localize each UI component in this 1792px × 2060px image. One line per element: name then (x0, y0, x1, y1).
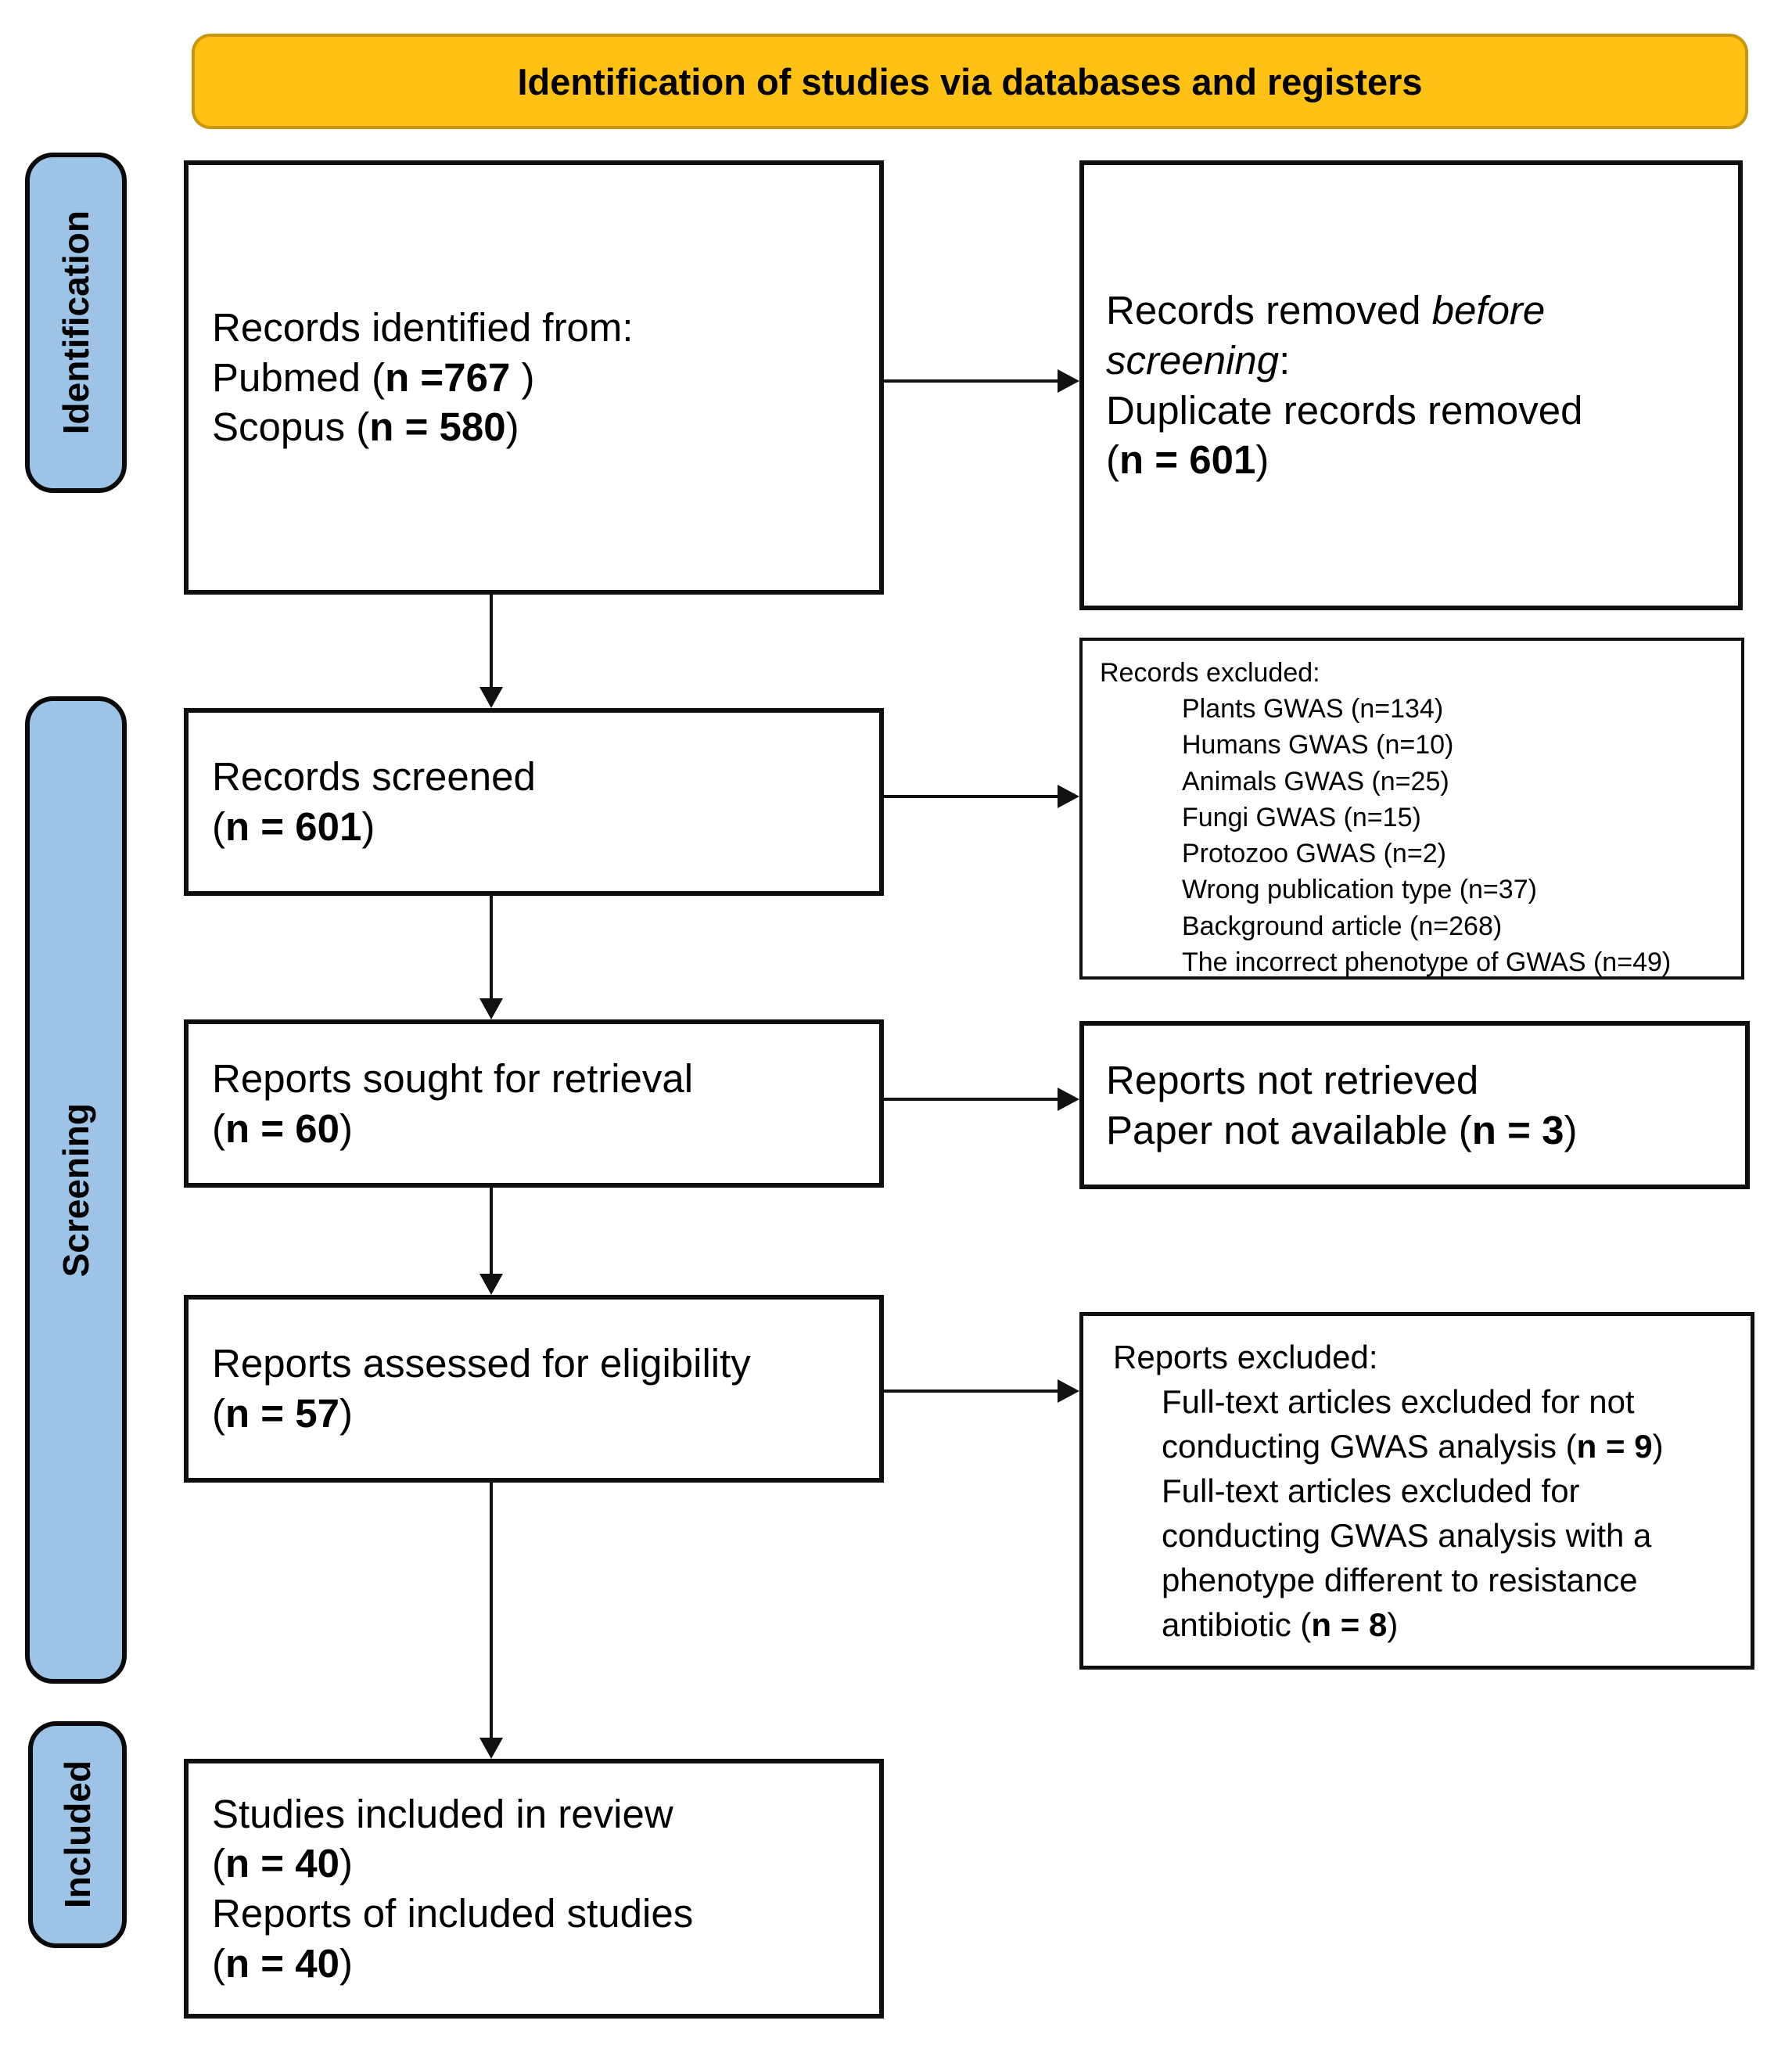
list-item: Plants GWAS (n=134) (1182, 694, 1444, 724)
text-line: Reports excluded: (1113, 1338, 1378, 1375)
text-line: Reports of included studies (212, 1891, 694, 1936)
arrow-head-icon (479, 687, 503, 708)
text-line: Records identified from: (212, 304, 634, 350)
stage-identification: Identification (25, 153, 127, 493)
list-item: Humans GWAS (n=10) (1182, 730, 1454, 760)
stage-screening-label: Screening (56, 1102, 96, 1278)
arrow-line (884, 1098, 1059, 1101)
arrow-line (490, 1188, 493, 1274)
arrow-head-icon (479, 1274, 503, 1295)
text-line: (n = 40) (212, 1940, 353, 1986)
list-item: The incorrect phenotype of GWAS (n=49) (1182, 947, 1672, 977)
text-line: (n = 57) (212, 1391, 353, 1436)
text-line: Records removed before (1106, 288, 1546, 333)
text-line: Duplicate records removed (1106, 387, 1583, 433)
arrow-head-icon (479, 1738, 503, 1759)
arrow-line (490, 1483, 493, 1738)
arrow-head-icon (1058, 1088, 1079, 1111)
text-line: (n = 40) (212, 1841, 353, 1886)
text-line: Scopus (n = 580) (212, 404, 519, 450)
box-records-excluded: Records excluded: Plants GWAS (n=134) Hu… (1079, 638, 1744, 980)
arrow-line (884, 379, 1059, 383)
stage-screening: Screening (25, 696, 127, 1684)
stage-identification-label: Identification (56, 210, 96, 435)
list-item: Full-text articles excluded for conducti… (1162, 1472, 1652, 1644)
stage-included-label: Included (57, 1760, 98, 1909)
stage-included: Included (28, 1721, 127, 1948)
box-records-identified: Records identified from: Pubmed (n =767 … (184, 160, 884, 595)
box-reports-excluded: Reports excluded: Full-text articles exc… (1079, 1312, 1754, 1670)
text-line: (n = 601) (1106, 437, 1269, 483)
text-line: Studies included in review (212, 1791, 673, 1836)
text-line: Pubmed (n =767 ) (212, 354, 535, 400)
box-reports-assessed: Reports assessed for eligibility (n = 57… (184, 1295, 884, 1483)
text-line: Reports assessed for eligibility (212, 1341, 751, 1386)
text-line: Paper not available (n = 3) (1106, 1107, 1578, 1152)
box-reports-sought: Reports sought for retrieval (n = 60) (184, 1019, 884, 1188)
arrow-line (490, 595, 493, 688)
arrow-line (884, 795, 1059, 798)
list-item: Fungi GWAS (n=15) (1182, 802, 1421, 832)
list-item: Animals GWAS (n=25) (1182, 766, 1449, 796)
box-records-screened: Records screened (n = 601) (184, 708, 884, 896)
arrow-head-icon (1058, 785, 1079, 808)
box-records-removed-before-screening: Records removed before screening: Duplic… (1079, 160, 1743, 610)
arrow-line (490, 896, 493, 999)
arrow-head-icon (1058, 369, 1079, 393)
text-line: screening: (1106, 337, 1291, 383)
arrow-line (884, 1390, 1059, 1393)
text-line: (n = 60) (212, 1105, 353, 1151)
arrow-head-icon (1058, 1379, 1079, 1403)
list-item: Full-text articles excluded for not cond… (1162, 1382, 1664, 1465)
box-reports-not-retrieved: Reports not retrieved Paper not availabl… (1079, 1021, 1750, 1189)
text-line: Reports not retrieved (1106, 1057, 1479, 1102)
box-studies-included: Studies included in review (n = 40) Repo… (184, 1759, 884, 2019)
text-line: Reports sought for retrieval (212, 1055, 694, 1101)
banner-label: Identification of studies via databases … (517, 60, 1423, 102)
text-line: Records excluded: (1100, 658, 1320, 688)
list-item: Background article (n=268) (1182, 911, 1503, 941)
text-line: (n = 601) (212, 804, 375, 849)
banner-identification-via-databases: Identification of studies via databases … (192, 34, 1748, 129)
list-item: Wrong publication type (n=37) (1182, 875, 1537, 905)
arrow-head-icon (479, 998, 503, 1019)
list-item: Protozoo GWAS (n=2) (1182, 839, 1446, 869)
text-line: Records screened (212, 754, 536, 800)
